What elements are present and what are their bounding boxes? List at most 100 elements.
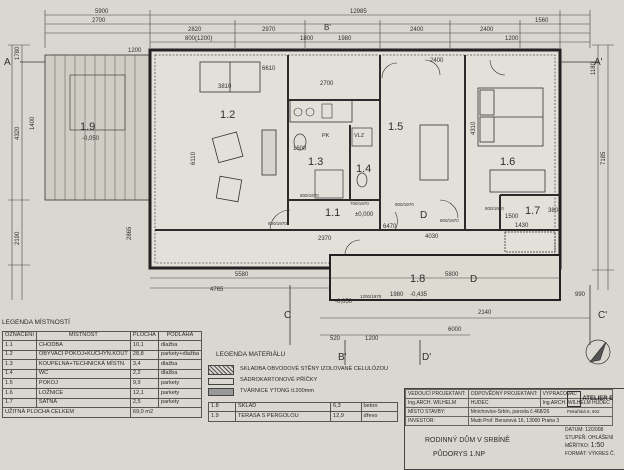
dim-bottom-4: 520 xyxy=(330,336,341,342)
kitchen-counter xyxy=(289,99,353,123)
dim-inner-6: 1430 xyxy=(515,223,529,229)
material-item: TVÁRNICE YTONG tl.200mm xyxy=(208,387,404,396)
dim-bottom-8: 990 xyxy=(575,292,586,298)
section-letter-b-prime-top: B' xyxy=(324,23,331,32)
format-value: VÝKRES Č. xyxy=(588,450,616,457)
cell: 12,9 xyxy=(330,411,362,422)
cell: ŠATNA xyxy=(35,397,131,409)
hatch-icon xyxy=(208,364,234,375)
title-block-meta: DATUM: 12/2008 STUPEŇ: OHLÁŠENÍ MĚŘÍTKO:… xyxy=(565,427,624,458)
dim-bottom-7: 2140 xyxy=(478,310,492,316)
dim-bottom-1: 5800 xyxy=(445,272,459,278)
door-swings xyxy=(269,59,506,256)
section-letter-b-prime: B' xyxy=(338,352,347,363)
dim-top-0: 5900 xyxy=(95,9,109,15)
room-label-1-5: 1.5 xyxy=(388,121,403,133)
total-label: UŽITNÁ PLOCHA CELKEM xyxy=(2,407,131,418)
cell: 1.4 xyxy=(2,368,37,380)
room-label-1-9: 1.9 xyxy=(80,121,95,133)
cell: 1.8 xyxy=(208,401,236,413)
door-mark-2: 900/1970 xyxy=(395,202,414,207)
header-oznaceni: OZNAČENÍ xyxy=(2,330,37,342)
dim-top-12: 2700 xyxy=(320,81,334,87)
cell: Ing.ARCH. WILHELM xyxy=(405,398,469,408)
material-legend-title: LEGENDA MATERIÁLU xyxy=(216,351,286,358)
meta-format: FORMÁT: VÝKRES Č. xyxy=(565,451,624,459)
room-legend-title: LEGENDA MÍSTNOSTÍ xyxy=(2,319,70,326)
material-item-label: TVÁRNICE YTONG tl.200mm xyxy=(240,387,315,394)
cell: 1.5 xyxy=(2,378,37,390)
door-mark-6: 1200/1970 xyxy=(360,294,382,299)
material-legend: LEGENDA MATERIÁLU SKLADBA OBVODOVÉ STĚNY… xyxy=(208,351,404,422)
dim-bottom-6: 1980 xyxy=(390,292,404,298)
studio-logo: ATELIER E Pekařská 6, 602 xyxy=(567,391,623,425)
studio-name: ATELIER E xyxy=(582,396,614,402)
room-legend-header: OZNAČENÍ MÍSTNOST PLOCHA PODLAHA xyxy=(2,330,202,342)
door-mark-3: 800/1970 xyxy=(440,218,459,223)
room-label-1-7: 1.7 xyxy=(525,205,540,217)
door-mark-5: 800/1970 xyxy=(485,206,504,211)
cell: dlažba xyxy=(157,359,202,370)
section-letter-d-prime: D' xyxy=(422,352,431,363)
room-label-1-2: 1.2 xyxy=(220,109,235,121)
cell: KOUPELNA+TECHNICKÁ MÍSTN. xyxy=(35,359,131,370)
dim-bottom-0: 5580 xyxy=(235,272,249,278)
level-entry: -0,050 xyxy=(335,299,353,305)
dim-left-1: 4320 xyxy=(15,126,21,140)
dim-bottom-9: 2865 xyxy=(127,226,133,240)
living-furniture xyxy=(199,61,277,203)
cell: MÍSTO STAVBY: xyxy=(405,407,469,417)
cell: TERASA S PERGOLOU xyxy=(235,411,331,422)
cell: 3,4 xyxy=(129,359,159,370)
dim-bottom-3: 6000 xyxy=(448,327,462,333)
mark-pk: PK xyxy=(322,133,330,139)
cell: 2,5 xyxy=(129,397,159,409)
door-mark-1: 800/1970 xyxy=(300,193,319,198)
cell: 1.2 xyxy=(2,349,37,361)
storage-room-outline xyxy=(329,254,561,301)
dim-inner-5: 1500 xyxy=(505,214,519,220)
room-label-1-6: 1.6 xyxy=(500,156,515,168)
room-label-1-3: 1.3 xyxy=(308,156,323,168)
cell: parkety xyxy=(157,378,202,390)
cell: 10,1 xyxy=(129,340,159,351)
dim-top-5: 2400 xyxy=(410,27,424,33)
level-corridor: ±0,000 xyxy=(355,212,374,218)
block-icon xyxy=(208,387,234,396)
material-item: SÁDROKARTONOVÉ PŘÍČKY xyxy=(208,377,404,385)
dim-top-3: 2820 xyxy=(188,27,202,33)
dim-bottom-5: 1200 xyxy=(365,336,379,342)
date-value: 12/2008 xyxy=(585,427,604,433)
dim-bottom-2: 4765 xyxy=(210,287,224,293)
cell: CHODBA xyxy=(35,340,131,351)
cell: parkety+dlažba xyxy=(157,349,202,361)
bottom-dimension-lines xyxy=(150,277,590,336)
dim-right-0: 7185 xyxy=(601,151,607,165)
room-label-1-8: 1.8 xyxy=(410,273,425,285)
dim-inner-1: 1600 xyxy=(293,146,307,152)
cell: Mudr.Prof. Beranová 16, 13000 Praha 3 xyxy=(467,416,613,426)
dim-inner-3: 4030 xyxy=(425,234,439,240)
dim-top-1: 12985 xyxy=(350,9,367,15)
terrace-pergola xyxy=(44,54,151,201)
cell: LOŽNICE xyxy=(35,388,131,399)
cell: OBÝVACÍ POKOJ+KUCHYŇ.KOUT xyxy=(35,349,131,361)
dim-top-13: 3810 xyxy=(218,84,232,90)
cell: SKLAD xyxy=(235,401,331,413)
material-item-label: SKLADBA OBVODOVÉ STĚNY IZOLOVANÉ CELULÓZ… xyxy=(240,365,389,372)
cell: 1.9 xyxy=(208,411,236,422)
cell: parkety xyxy=(157,388,202,399)
cell: 1.1 xyxy=(2,340,37,351)
cell: dlažba xyxy=(157,340,202,351)
cell: 6,3 xyxy=(330,401,362,413)
section-letter-a-prime: A' xyxy=(594,57,603,68)
dim-top-15: 1200 xyxy=(505,36,519,42)
dim-top-6: 2400 xyxy=(480,27,494,33)
